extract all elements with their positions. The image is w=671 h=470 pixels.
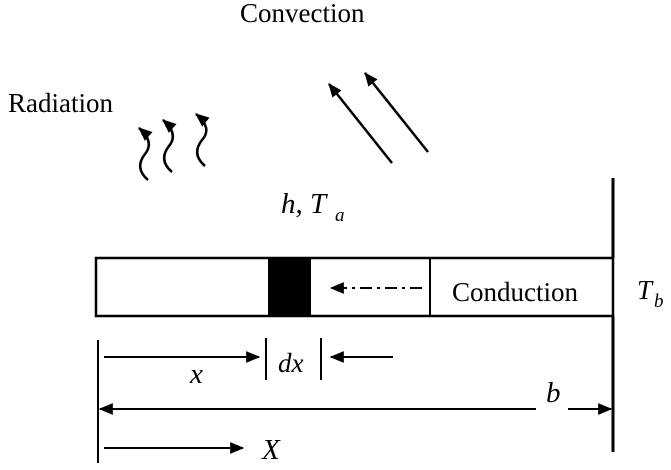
x-axis-label: X <box>261 434 281 466</box>
convection-label: Convection <box>240 0 365 28</box>
radiation-label: Radiation <box>8 88 113 118</box>
x-dimension-label: x <box>189 358 203 390</box>
conduction-label: Conduction <box>452 277 578 307</box>
dx-dimension-label: dx <box>278 348 304 378</box>
tb-label: T <box>637 275 654 305</box>
radiation-wavy-arrow-3 <box>195 113 210 167</box>
convection-arrow-2 <box>364 72 429 153</box>
b-dimension-label: b <box>546 377 561 409</box>
differential-element-rect <box>268 258 311 316</box>
h-ta-subscript: a <box>335 205 345 226</box>
radiation-wavy-arrow-1 <box>138 127 153 181</box>
tb-subscript: b <box>654 291 664 312</box>
h-ta-label: h, T <box>281 188 328 220</box>
convection-arrow-1 <box>328 83 393 164</box>
radiation-wavy-arrow-2 <box>162 119 177 173</box>
